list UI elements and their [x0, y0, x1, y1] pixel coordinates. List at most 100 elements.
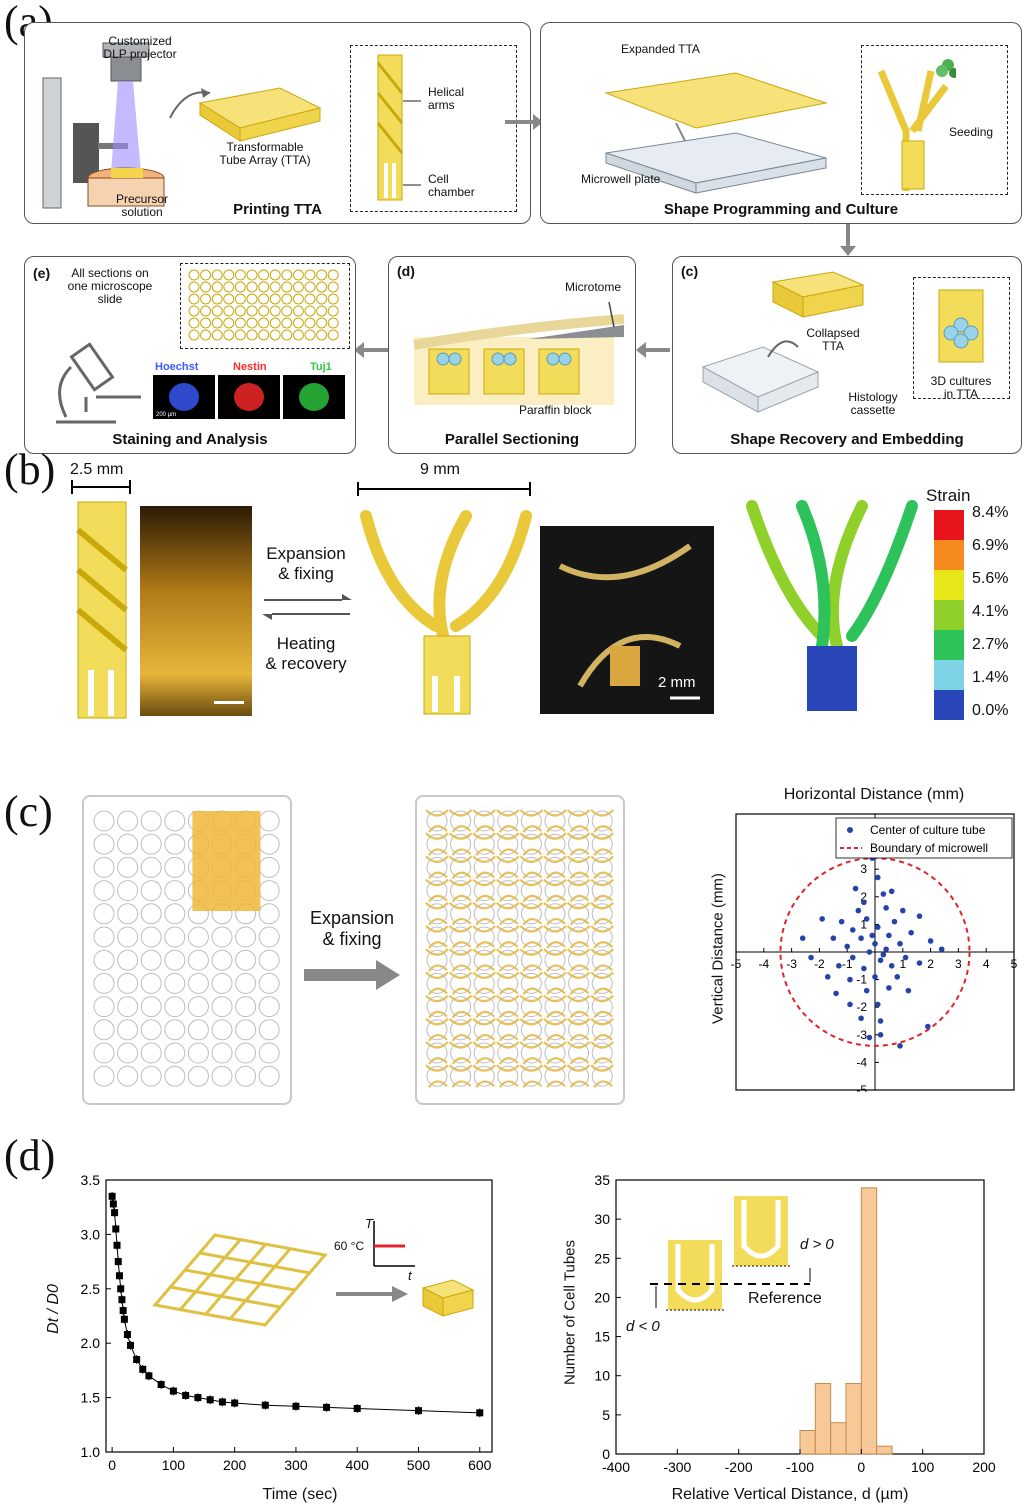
plate-well	[93, 1042, 115, 1064]
expanded-tube	[566, 901, 591, 926]
slide-well	[327, 293, 339, 305]
paraffin-block-illustration	[413, 301, 625, 405]
slide-well	[304, 281, 316, 293]
expanded-tube	[566, 1064, 591, 1088]
plate-well	[497, 903, 519, 925]
arrow-down-icon	[840, 224, 856, 256]
plate-well	[235, 1065, 257, 1087]
expanded-tube	[425, 971, 449, 996]
slide-well	[304, 269, 316, 281]
plate-well	[520, 1042, 542, 1064]
plate-well	[117, 1042, 139, 1064]
expanded-tube	[590, 948, 614, 972]
slide-well	[200, 317, 212, 329]
slide-well	[281, 281, 293, 293]
legend-point-marker	[847, 827, 853, 833]
hist-bar	[830, 1422, 847, 1455]
scatter-y-tick-label: 1	[860, 917, 867, 931]
plate-well	[93, 972, 115, 994]
dlp-printer-illustration	[42, 42, 165, 209]
slide-well	[292, 269, 304, 281]
slide-well	[304, 317, 316, 329]
slide-well	[269, 329, 281, 341]
tube-center-point	[880, 891, 887, 897]
plate-well	[520, 1065, 542, 1087]
decay-y-tick-label: 1.0	[81, 1444, 101, 1460]
histology-cassette-illustration	[701, 340, 820, 413]
tta-block-illustration	[198, 87, 322, 142]
plate-well	[497, 810, 519, 832]
plate-well	[211, 1065, 233, 1087]
tube-center-point	[824, 974, 831, 980]
decay-data-point	[113, 1241, 121, 1249]
tube-center-point	[897, 1043, 903, 1049]
hist-x-tick-label: 0	[857, 1459, 865, 1475]
arrow-right-icon	[336, 1286, 408, 1302]
plate-well	[211, 996, 233, 1018]
plate-well	[520, 926, 542, 948]
expanded-tube	[425, 948, 449, 972]
plate-well	[117, 1019, 139, 1041]
expanded-tube	[448, 878, 473, 903]
plate-well	[117, 903, 139, 925]
plate-well	[117, 880, 139, 902]
expanded-tube	[543, 994, 567, 1019]
tube-center-point	[852, 885, 859, 892]
plate-well	[235, 949, 257, 971]
reference-label: Reference	[748, 1290, 822, 1307]
slide-well	[281, 329, 293, 341]
slide-well	[292, 281, 304, 293]
curved-arrow-icon	[169, 88, 211, 119]
expanded-tube	[472, 809, 496, 833]
temperature-profile-icon	[373, 1221, 415, 1267]
plate-well	[211, 1019, 233, 1041]
plate-well	[117, 972, 139, 994]
plate-well	[235, 926, 257, 948]
slide-well	[269, 281, 281, 293]
expanded-tube	[496, 1017, 520, 1042]
strain-level-label: 1.4%	[972, 669, 1009, 686]
plate-well	[568, 1065, 590, 1087]
decay-y-tick-label: 2.5	[81, 1281, 101, 1297]
plate-well	[117, 996, 139, 1018]
plate-well	[568, 996, 590, 1018]
staining-analysis-title: Staining and Analysis	[112, 431, 268, 448]
plate-well	[497, 1042, 519, 1064]
shape-recovery-title: Shape Recovery and Embedding	[730, 431, 964, 448]
expanded-tube	[472, 1041, 496, 1065]
expanded-tube	[519, 1017, 544, 1042]
plate-well	[187, 1019, 209, 1041]
scatter-title: Horizontal Distance (mm)	[783, 786, 965, 803]
staining-tag: (e)	[33, 265, 51, 281]
hist-bar	[799, 1430, 816, 1455]
slide-well	[316, 317, 328, 329]
cell-chamber-label: Cell chamber	[428, 172, 475, 199]
expanded-tube	[496, 948, 520, 972]
plate-well	[426, 903, 448, 925]
expanded-tube	[519, 878, 544, 903]
expanded-tube	[496, 1041, 520, 1065]
decay-data-point	[120, 1315, 128, 1323]
tube-center-point	[874, 1001, 881, 1008]
expanded-tube	[496, 925, 520, 949]
plate-well	[520, 1019, 542, 1041]
reversible-arrows-icon	[262, 594, 352, 620]
hist-x-tick-label: 100	[911, 1459, 935, 1475]
tube-model-illustration	[76, 501, 128, 719]
expanded-tube	[543, 925, 567, 949]
expanded-tube	[519, 832, 544, 856]
plate-well	[235, 996, 257, 1018]
panel-c-letter: (c)	[4, 787, 53, 836]
collapsed-tta-illustration	[771, 271, 865, 318]
legend-boundary-label: Boundary of microwell	[870, 841, 988, 855]
expanded-tube	[425, 832, 449, 856]
plate-well	[450, 810, 472, 832]
tube-center-point	[877, 957, 884, 964]
width-large-dimension	[357, 482, 531, 496]
expanded-tube	[590, 994, 614, 1019]
expanded-tube	[590, 1064, 614, 1088]
plate-well	[473, 949, 495, 971]
hist-y-tick-label: 5	[602, 1407, 610, 1423]
